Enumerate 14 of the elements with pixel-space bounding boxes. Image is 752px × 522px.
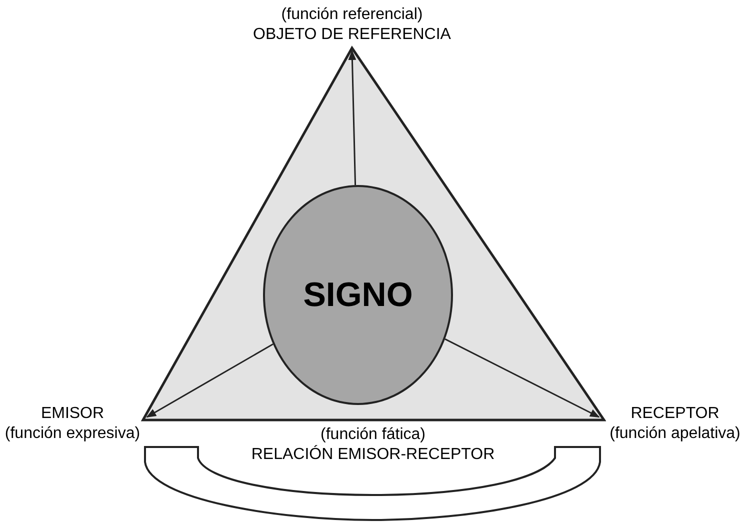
node-label: (función apelativa) xyxy=(610,424,740,444)
node-label: (función referencial) xyxy=(281,5,423,25)
arrow xyxy=(348,50,356,186)
node-title: SIGNO xyxy=(303,278,413,312)
arrow xyxy=(444,338,600,418)
triangle-shape xyxy=(140,45,606,423)
node-label: EMISOR xyxy=(40,404,104,424)
node-label: (función expresiva) xyxy=(4,424,140,444)
arrow xyxy=(146,344,274,418)
node-label: RELACIÓN EMISOR-RECEPTOR xyxy=(251,445,495,465)
bracket-band xyxy=(144,446,601,521)
node-label: RECEPTOR xyxy=(630,404,720,424)
node-label: (función fática) xyxy=(320,425,426,445)
node-label: OBJETO DE REFERENCIA xyxy=(253,25,451,45)
